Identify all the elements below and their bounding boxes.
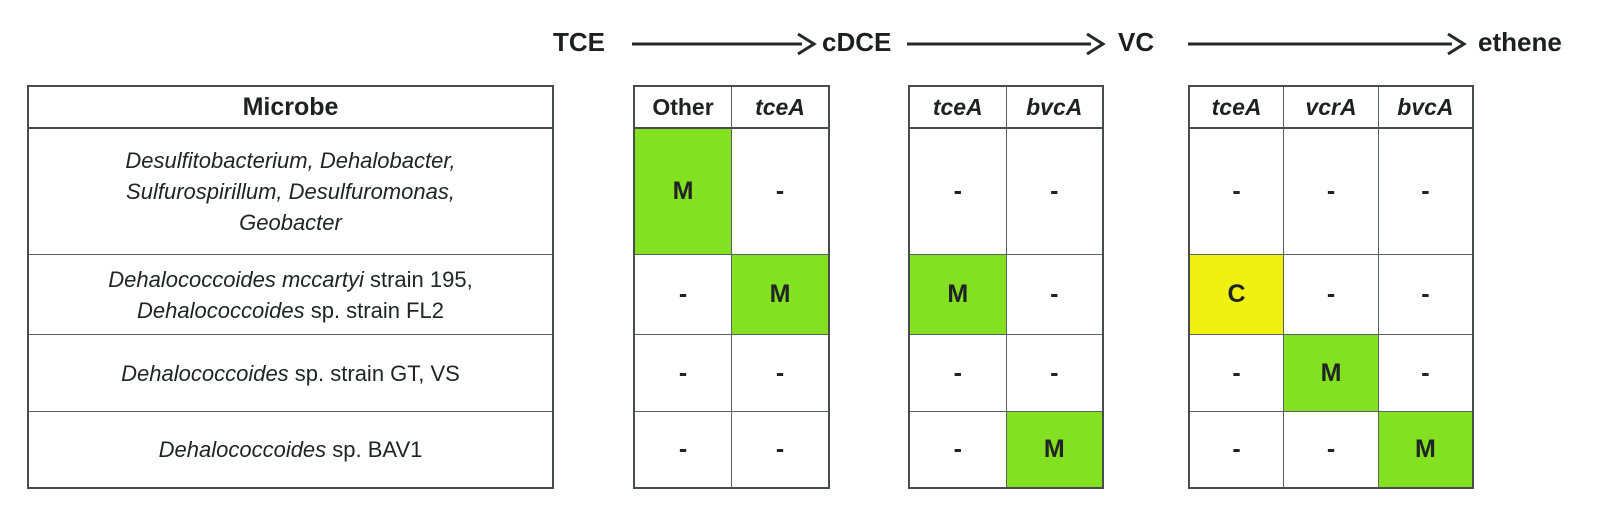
matrix-row: C - - xyxy=(1188,254,1474,335)
microbe-name-segment: Dehalococcoides xyxy=(137,297,305,323)
matrix-row: - - xyxy=(633,334,830,412)
pathway-label-vc: VC xyxy=(1118,27,1155,57)
matrix-row: - M - xyxy=(1188,334,1474,412)
matrix-cell: - xyxy=(1005,127,1104,255)
pathway-arrow-2 xyxy=(907,32,1106,56)
microbe-name-segment: Desulfitobacterium, Dehalobacter, xyxy=(125,148,456,173)
microbe-name-segment: strain 195, xyxy=(363,266,473,292)
microbe-name-segment: Dehalococcoides xyxy=(158,437,327,462)
matrix-cell: - xyxy=(908,127,1007,255)
matrix-cell: - xyxy=(1377,127,1474,255)
microbe-table: Microbe Desulfitobacterium, Dehalobacter… xyxy=(27,85,554,489)
matrix-cell: - xyxy=(633,411,732,489)
matrix-cell: - xyxy=(1377,334,1474,412)
microbe-name-segment: Geobacter xyxy=(239,210,342,235)
step-table-cdce-to-vc: tceA bvcA - - M - - - - M xyxy=(908,85,1104,489)
matrix-cell: - xyxy=(1188,411,1285,489)
microbe-row-4: Dehalococcoides sp. BAV1 xyxy=(27,411,554,489)
matrix-cell: M xyxy=(633,127,732,255)
matrix-row: - M xyxy=(633,254,830,335)
microbe-header-row: Microbe xyxy=(27,85,554,129)
microbe-name-segment: sp. strain GT, VS xyxy=(288,360,460,386)
microbe-name-cell: Dehalococcoides sp. strain GT, VS xyxy=(27,334,554,412)
microbe-row-1: Desulfitobacterium, Dehalobacter, Sulfur… xyxy=(27,127,554,255)
matrix-cell: - xyxy=(908,411,1007,489)
matrix-cell: - xyxy=(1005,254,1104,335)
column-header-tcea: tceA xyxy=(908,85,1007,129)
matrix-cell: - xyxy=(1188,334,1285,412)
microbe-name-segment: Sulfurospirillum, Desulfuromonas, xyxy=(126,179,455,204)
pathway-label-cdce: cDCE xyxy=(822,27,892,57)
matrix-row: - M xyxy=(908,411,1104,489)
microbe-name-segment: Dehalococcoides xyxy=(121,360,289,386)
microbe-name-segment: sp. strain FL2 xyxy=(304,297,444,323)
matrix-cell: - xyxy=(1005,334,1104,412)
column-header-tcea: tceA xyxy=(731,85,830,129)
matrix-cell: - xyxy=(633,334,732,412)
pathway-arrow-1 xyxy=(632,32,817,56)
microbe-name-cell: Dehalococcoides mccartyi strain 195, Deh… xyxy=(27,254,554,335)
column-header-vcra: vcrA xyxy=(1283,85,1379,129)
column-header-other: Other xyxy=(633,85,732,129)
microbe-row-3: Dehalococcoides sp. strain GT, VS xyxy=(27,334,554,412)
matrix-cell: - xyxy=(1283,411,1379,489)
matrix-row: M - xyxy=(908,254,1104,335)
matrix-cell: M xyxy=(1005,411,1104,489)
gene-header-row: tceA vcrA bvcA xyxy=(1188,85,1474,129)
microbe-name-cell: Dehalococcoides sp. BAV1 xyxy=(27,411,554,489)
matrix-row: - - xyxy=(908,334,1104,412)
matrix-row: - - M xyxy=(1188,411,1474,489)
step-table-tce-to-cdce: Other tceA M - - M - - - - xyxy=(633,85,830,489)
microbe-header-cell: Microbe xyxy=(27,85,554,129)
matrix-cell: C xyxy=(1188,254,1285,335)
gene-header-row: Other tceA xyxy=(633,85,830,129)
pathway-arrow-3 xyxy=(1188,32,1467,56)
matrix-cell: - xyxy=(731,127,830,255)
matrix-row: - - xyxy=(633,411,830,489)
matrix-row: - - - xyxy=(1188,127,1474,255)
matrix-cell: - xyxy=(731,411,830,489)
microbe-name-cell: Desulfitobacterium, Dehalobacter, Sulfur… xyxy=(27,127,554,255)
column-header-bvca: bvcA xyxy=(1005,85,1104,129)
matrix-cell: - xyxy=(1283,254,1379,335)
microbe-row-2: Dehalococcoides mccartyi strain 195, Deh… xyxy=(27,254,554,335)
matrix-cell: - xyxy=(1283,127,1379,255)
microbe-name-segment: sp. BAV1 xyxy=(326,437,423,462)
matrix-cell: - xyxy=(1377,254,1474,335)
matrix-cell: M xyxy=(908,254,1007,335)
matrix-cell: M xyxy=(1377,411,1474,489)
gene-header-row: tceA bvcA xyxy=(908,85,1104,129)
matrix-cell: M xyxy=(731,254,830,335)
microbe-name-segment: Dehalococcoides mccartyi xyxy=(108,266,364,292)
column-header-tcea: tceA xyxy=(1188,85,1285,129)
matrix-cell: - xyxy=(731,334,830,412)
pathway-label-tce: TCE xyxy=(553,27,605,57)
matrix-cell: - xyxy=(1188,127,1285,255)
matrix-cell: - xyxy=(633,254,732,335)
pathway-label-ethene: ethene xyxy=(1478,27,1562,57)
step-table-vc-to-ethene: tceA vcrA bvcA - - - C - - - M - - - M xyxy=(1188,85,1474,489)
matrix-row: M - xyxy=(633,127,830,255)
matrix-cell: M xyxy=(1283,334,1379,412)
column-header-bvca: bvcA xyxy=(1377,85,1474,129)
matrix-cell: - xyxy=(908,334,1007,412)
matrix-row: - - xyxy=(908,127,1104,255)
